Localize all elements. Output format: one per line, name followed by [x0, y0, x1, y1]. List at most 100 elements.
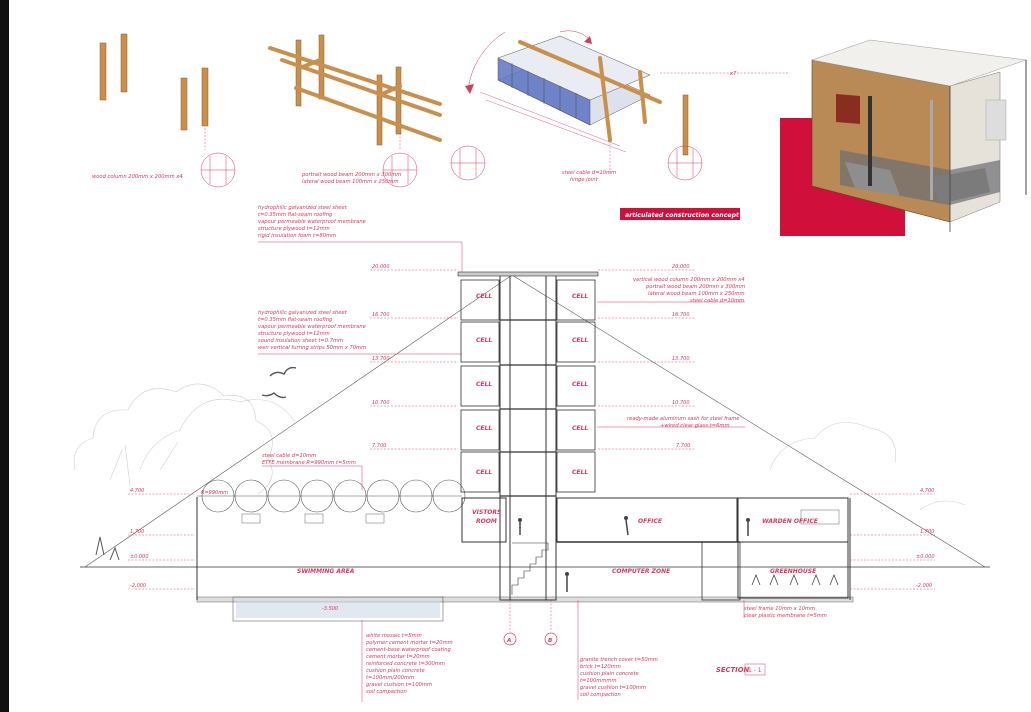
section-number: 1 - 1	[748, 667, 762, 674]
annotation-line: soil compaction	[580, 692, 621, 698]
annotation-line: granite trench cover t=50mm	[580, 657, 658, 663]
annotation-line: polymer cement mortar t=20mm	[365, 640, 453, 646]
annotation-line: cushion plain concrete	[366, 668, 425, 674]
floor2-annotation: granite trench cover t=50mm brick t=120m…	[580, 657, 658, 698]
annotation-line: +wired clear glass t=6mm	[660, 423, 730, 429]
cell-render	[780, 39, 1027, 236]
warden-office-label: WARDEN OFFICE	[762, 518, 819, 525]
concept-columns: wood column 200mm x 200mm x4	[92, 33, 236, 188]
level-16-left: 16.700	[372, 312, 390, 318]
computer-zone-label: COMPUTER ZONE	[612, 568, 671, 575]
axis-a-marker	[503, 632, 517, 646]
annotation-line: hydrophilic galvanized steel sheet	[258, 205, 348, 211]
section-title-text: SECTION	[716, 666, 749, 674]
level-20-left: 20.000	[372, 264, 390, 270]
concept-columns-label: wood column 200mm x 200mm x4	[92, 174, 183, 180]
cell-label: CELL	[476, 337, 492, 344]
concept-cable-label-2: hinge joint	[570, 177, 598, 183]
concept-beams: portrait wood beam 200mm x 300mm lateral…	[268, 34, 442, 188]
cell-label: CELL	[476, 381, 492, 388]
cell-label: CELL	[476, 469, 492, 476]
etfe-cushions: R=990mm	[197, 479, 466, 524]
annotation-line: steel cable d=10mm	[262, 453, 316, 459]
cell-label: CELL	[572, 381, 588, 388]
concept-beams-label-2: lateral wood beam 100mm x 250mm	[302, 179, 399, 185]
triangle-left-edge	[84, 274, 513, 568]
annotation-line: t=100mm/200mm	[366, 675, 414, 681]
triangle-right-edge	[511, 274, 986, 568]
office-label: OFFICE	[638, 518, 663, 525]
cell-label: CELL	[572, 293, 588, 300]
greenhouse-plants	[751, 498, 851, 600]
level-1-left: 1.700	[130, 529, 144, 535]
annotation-line: gravel cushion t=100mm	[580, 685, 646, 691]
level-10-right: 10.700	[672, 400, 690, 406]
annotation-line: gravel cushion t=100mm	[366, 682, 432, 688]
annotation-line: cushion plain concrete	[580, 671, 639, 677]
left-edge-bar	[0, 0, 9, 712]
level-1-right: 1.700	[920, 529, 934, 535]
annotation-line: ready-made aluminum sash for steel frame	[627, 416, 740, 422]
visitors-room-label-2: ROOM	[476, 518, 497, 525]
visitors-room-label-1: VISTORS	[472, 509, 501, 516]
annotation-line: soil compaction	[366, 689, 407, 695]
tower-structure	[457, 271, 599, 601]
annotation-line: hydrophilic galvanized steel sheet	[258, 310, 348, 316]
level-7-right: 7.700	[676, 443, 690, 449]
cell-label: CELL	[572, 469, 588, 476]
annotation-line: cement mortar t=20mm	[366, 654, 430, 660]
axis-a-label: A	[506, 638, 511, 644]
level-minus2-left: -2.000	[130, 583, 146, 589]
annotation-line: t=0.35mm flat-seam roofing	[258, 212, 333, 218]
level-13-right: 13.700	[672, 356, 690, 362]
greenhouse-annotation: steel frame 10mm x 10mm clear plastic me…	[744, 606, 827, 619]
level-13-left: 13.700	[372, 356, 390, 362]
annotation-leaders	[258, 241, 745, 702]
cell-label: CELL	[572, 337, 588, 344]
level-4-left: 4.700	[130, 488, 144, 494]
cell-label: CELL	[476, 425, 492, 432]
annotation-line: t=0.35mm flat-seam roofing	[258, 317, 333, 323]
etfe-radius-label: R=990mm	[201, 490, 228, 496]
office-block	[556, 497, 849, 601]
level-20-right: 20.000	[672, 264, 690, 270]
cell-label: CELL	[476, 293, 492, 300]
annotation-line: lateral wood beam 100mm x 250mm	[648, 291, 745, 297]
roof-top-annotation: hydrophilic galvanized steel sheet t=0.3…	[258, 205, 366, 239]
wall-annotation: hydrophilic galvanized steel sheet t=0.3…	[258, 310, 366, 351]
level-7-left: 7.700	[372, 443, 386, 449]
annotation-line: rigid insulation foam t=80mm	[258, 233, 336, 239]
swimming-area-label: SWIMMING AREA	[297, 568, 355, 575]
concept-x7-label: x7	[729, 71, 737, 77]
etfe-annotation: steel cable d=10mm ETFE membrane R=990mm…	[262, 453, 356, 466]
level-10-left: 10.700	[372, 400, 390, 406]
concept-cell-module: x7 steel cable d=10mm hinge joint	[450, 30, 790, 183]
annotation-line: wen vertical furring strips 50mm x 70mm	[258, 345, 366, 351]
level-16-right: 16.700	[672, 312, 690, 318]
concept-tag-box	[620, 208, 740, 220]
greenhouse-label: GREENHOUSE	[770, 568, 817, 575]
pool-level: -3.500	[322, 606, 338, 612]
level-markers: 20.000 20.000 16.700 16.700 13.700 13.70…	[128, 264, 935, 612]
annotation-line: brick t=120mm	[580, 664, 621, 670]
cell-label: CELL	[572, 425, 588, 432]
level-4-right: 4.700	[920, 488, 934, 494]
axis-b-marker	[544, 632, 558, 646]
level-0-right: ±0.000	[916, 554, 935, 560]
annotation-line: clear plastic membrane t=5mm	[744, 613, 827, 619]
annotation-line: sound insulation sheet t=0.7mm	[258, 338, 343, 344]
annotation-line: structure plywood t=12mm	[258, 226, 330, 232]
annotation-line: t=100mmmm	[580, 678, 617, 684]
annotation-line: white mosaic t=5mm	[366, 633, 422, 639]
annotation-line: reinforced concrete t=300mm	[366, 661, 445, 667]
annotation-line: structure plywood t=12mm	[258, 331, 330, 337]
annotation-line: cement-base waterproof coating	[366, 647, 451, 653]
axis-b-label: B	[548, 638, 552, 644]
level-0-left: ±0.000	[130, 554, 149, 560]
figures	[95, 366, 750, 592]
section-title: SECTION 1 - 1	[716, 663, 766, 676]
concept-cable-label-1: steel cable d=10mm	[562, 170, 616, 176]
window-annotation: ready-made aluminum sash for steel frame…	[627, 416, 740, 429]
